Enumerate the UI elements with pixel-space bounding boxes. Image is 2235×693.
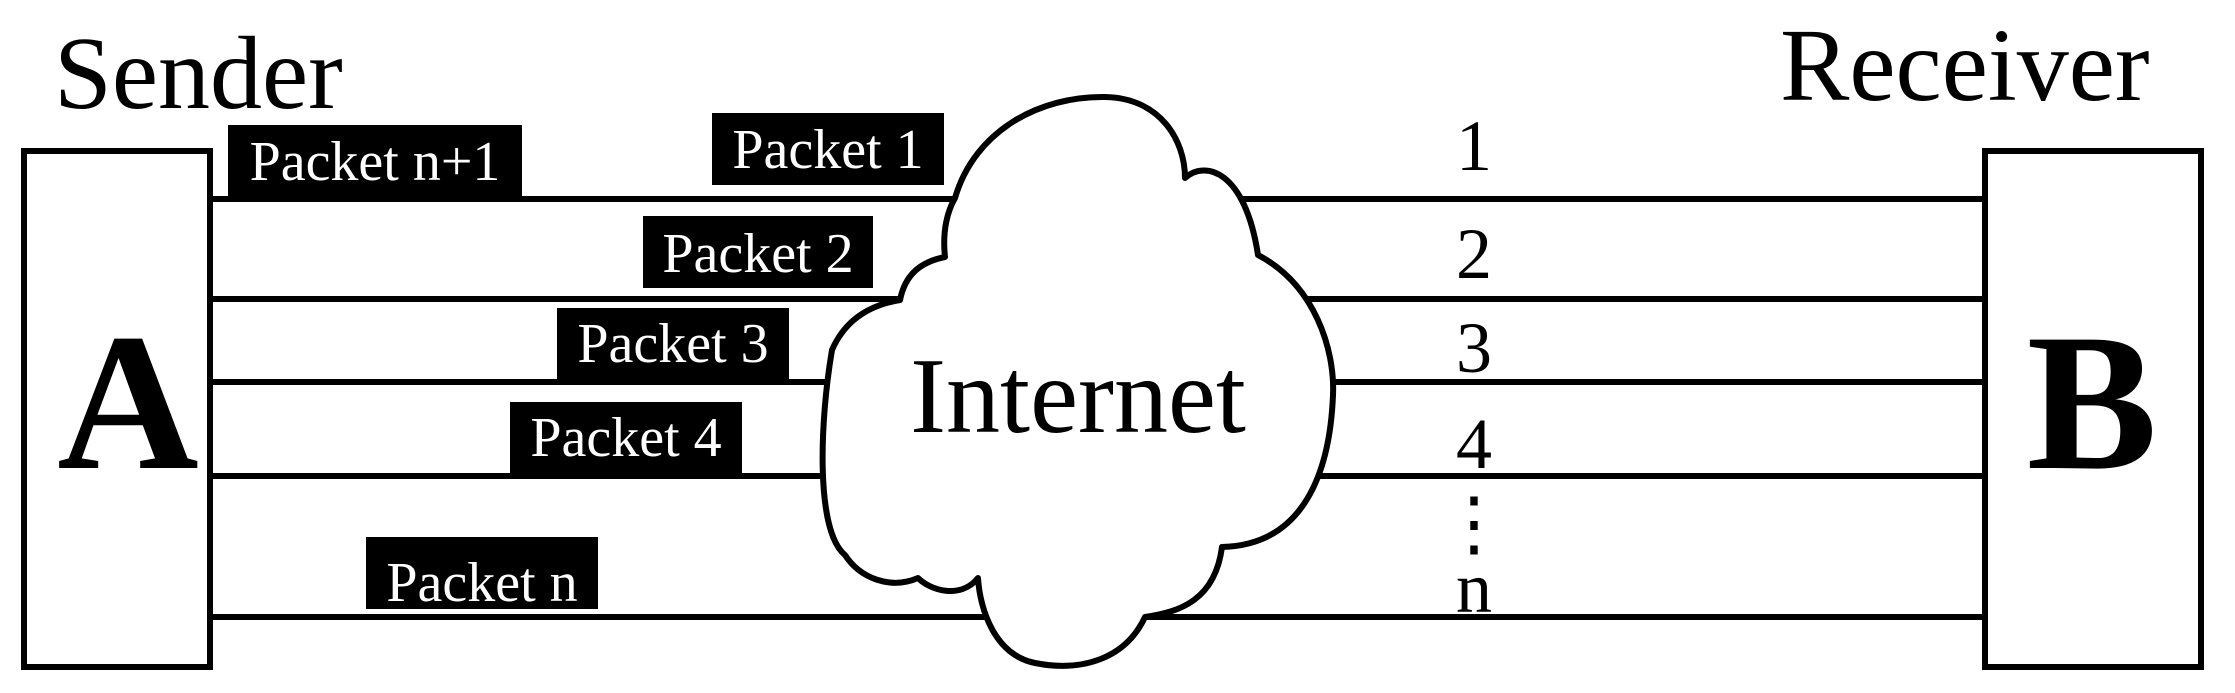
packet-label: Packet n <box>386 552 577 614</box>
packet-box <box>643 216 873 288</box>
packet-n: Packet n <box>366 537 598 614</box>
sender-title: Sender <box>54 16 343 131</box>
packet-label: Packet n+1 <box>250 131 501 193</box>
path-numbers: 1 2 3 4 ⋮ n <box>1438 106 1510 628</box>
packet-box <box>510 402 742 474</box>
path-number-ellipsis: ⋮ <box>1438 484 1510 564</box>
packets: Packet n+1 Packet 1 Packet 2 Packet 3 Pa… <box>228 113 944 614</box>
packet-box <box>557 308 789 380</box>
path-number-n: n <box>1456 548 1492 628</box>
packet-2: Packet 2 <box>643 216 873 288</box>
packet-label: Packet 3 <box>577 313 768 375</box>
sender-node-box <box>21 148 213 670</box>
packet-label: Packet 2 <box>662 223 853 285</box>
packet-box <box>228 125 522 197</box>
packet-label: Packet 4 <box>530 407 721 469</box>
path-number-1: 1 <box>1456 106 1492 186</box>
internet-label: Internet <box>910 337 1246 456</box>
packet-label: Packet 1 <box>732 119 923 181</box>
packet-box <box>366 537 598 609</box>
internet-cloud-icon <box>819 93 1337 669</box>
path-number-3: 3 <box>1456 308 1492 388</box>
path-number-4: 4 <box>1456 404 1492 484</box>
receiver-node-label: B <box>2027 294 2158 511</box>
path-number-2: 2 <box>1456 214 1492 294</box>
receiver-title: Receiver <box>1780 8 2150 123</box>
packet-4: Packet 4 <box>510 402 742 474</box>
sender-node-label: A <box>57 294 199 511</box>
receiver-node-box <box>1982 148 2204 670</box>
packet-n-plus-1: Packet n+1 <box>228 125 522 197</box>
packet-3: Packet 3 <box>557 308 789 380</box>
packet-box <box>712 113 944 185</box>
packet-1: Packet 1 <box>712 113 944 185</box>
